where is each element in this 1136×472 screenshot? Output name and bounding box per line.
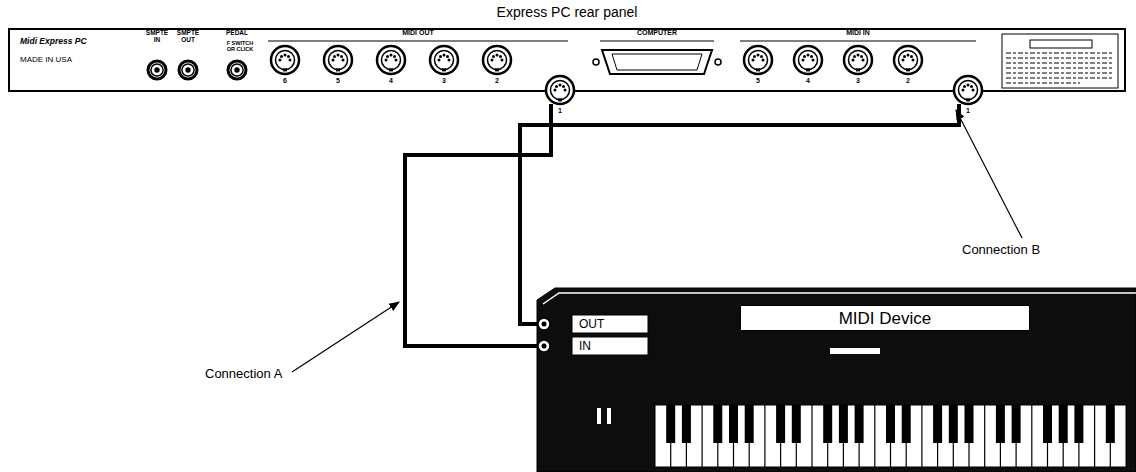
- device-name: MIDI Device: [740, 305, 1030, 331]
- port-number: 1: [558, 107, 562, 114]
- model-name: Midi Express PC: [20, 37, 87, 46]
- port-number: 5: [336, 77, 340, 85]
- panel-title: Express PC rear panel: [497, 4, 638, 20]
- out-port: OUT: [537, 314, 650, 334]
- midi-cable: [405, 104, 551, 346]
- port-label: OUT: [579, 317, 604, 331]
- port-number: 3: [442, 77, 446, 85]
- fcc-label: [1002, 34, 1118, 88]
- callout-label: Connection B: [962, 243, 1040, 257]
- rear-panel: Express PC rear panel11: [8, 28, 1126, 92]
- jack-set: [148, 46, 922, 79]
- origin-note: MADE IN USA: [20, 56, 72, 65]
- in-port: IN: [537, 336, 650, 356]
- midi-out-jack: 1: [546, 76, 574, 104]
- port-number: 4: [389, 77, 393, 85]
- jack-outline: [954, 76, 982, 104]
- port-number: 4: [806, 77, 810, 85]
- port-number: 3: [856, 77, 860, 85]
- port-outline: [537, 336, 650, 356]
- port-label: IN: [579, 339, 591, 353]
- jack-label: SMPTE IN: [143, 29, 171, 43]
- section-label: MIDI OUT: [402, 29, 434, 37]
- port-number: 1: [966, 107, 970, 114]
- port-number: 2: [906, 77, 910, 85]
- section-label: MIDI IN: [846, 29, 870, 37]
- jack-label: SMPTE OUT: [174, 29, 202, 43]
- midi-in-jack: 1: [954, 76, 982, 104]
- section-rules: [268, 40, 976, 41]
- callout-label: Connection A: [205, 367, 282, 381]
- port-number: 6: [283, 77, 287, 85]
- computer-connector: [593, 50, 721, 74]
- port-number: 5: [756, 77, 760, 85]
- fine-print-texture: [1006, 53, 1114, 83]
- port-number: 2: [495, 77, 499, 85]
- jack-label: F SWITCH OR CLICK: [223, 40, 257, 52]
- jack-outline: [546, 76, 574, 104]
- section-label: COMPUTER: [637, 29, 677, 37]
- jack-label: PEDAL: [226, 29, 248, 36]
- midi-device: MIDI Device OUT IN: [537, 288, 1136, 472]
